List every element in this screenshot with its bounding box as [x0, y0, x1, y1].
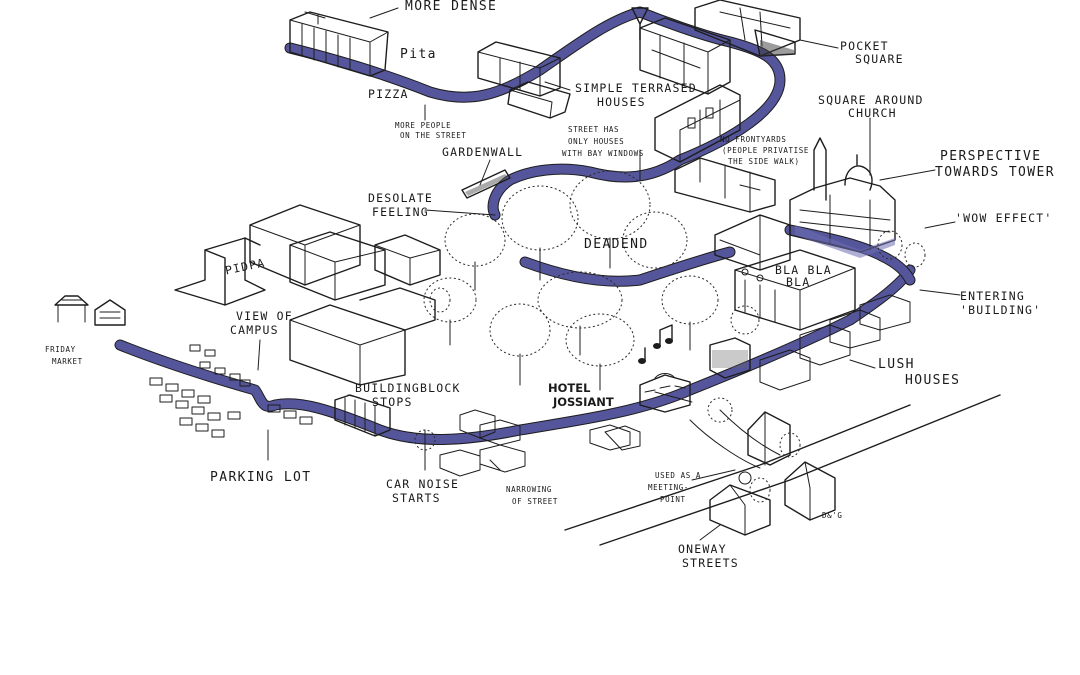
label-pizza: PIZZA	[368, 87, 409, 101]
label-no-frontyards-1: NO FRONTYARDS	[720, 135, 787, 144]
label-more-dense: MORE DENSE	[405, 0, 497, 14]
label-friday-market-1: FRIDAY	[45, 345, 76, 354]
label-perspective-1: PERSPECTIVE	[940, 149, 1042, 164]
label-desolate-1: DESOLATE	[368, 191, 433, 205]
label-pocket-square-2: SQUARE	[855, 52, 904, 66]
label-oneway-1: ONEWAY	[678, 542, 727, 556]
label-building-block-2: STOPS	[372, 395, 413, 409]
label-no-frontyards-2: (PEOPLE PRIVATISE	[722, 146, 809, 155]
southeast-houses	[710, 412, 835, 535]
label-view-campus-2: CAMPUS	[230, 323, 279, 337]
label-square-church-2: CHURCH	[848, 106, 897, 120]
label-perspective-2: TOWARDS TOWER	[935, 165, 1055, 180]
label-simple-terrased-2: HOUSES	[597, 95, 646, 109]
label-pita: Pita	[400, 47, 437, 62]
label-view-campus-1: VIEW OF	[236, 309, 293, 323]
label-hotel-2: JOSSIANT	[552, 395, 614, 409]
label-car-noise-2: STARTS	[392, 491, 441, 505]
label-narrowing-1: NARROWING	[506, 485, 552, 494]
label-more-people-1: MORE PEOPLE	[395, 121, 451, 130]
label-wow-effect: 'WOW EFFECT'	[955, 211, 1052, 225]
label-meeting-point-2: MEETING-	[648, 483, 689, 492]
label-more-people-2: ON THE STREET	[400, 131, 467, 140]
label-gardenwall: GARDENWALL	[442, 145, 523, 159]
label-meeting-point-1: USED AS A	[655, 471, 701, 480]
signature: D&'G	[822, 511, 842, 520]
label-oneway-2: STREETS	[682, 556, 739, 570]
oneway-streets-roads	[565, 395, 1000, 545]
walking-route	[120, 12, 910, 439]
label-pocket-square-1: POCKET	[840, 39, 889, 53]
route-south-main-street	[120, 270, 910, 439]
parking-cars	[150, 345, 312, 437]
label-lush-houses-1: LUSH	[878, 357, 915, 372]
campus-buildings	[175, 205, 440, 385]
label-hotel-1: HOTEL	[548, 381, 591, 395]
label-desolate-2: FEELING	[372, 205, 429, 219]
label-bla-bla-2: BLA	[786, 275, 810, 289]
label-parking-lot: PARKING LOT	[210, 470, 312, 485]
label-car-noise-1: CAR NOISE	[386, 477, 459, 491]
label-lush-houses-2: HOUSES	[905, 373, 960, 388]
label-entering-1: ENTERING	[960, 289, 1025, 303]
music-notes-icon	[638, 325, 673, 364]
label-street-has-1: STREET HAS	[568, 125, 619, 134]
label-no-frontyards-3: THE SIDE WALK)	[728, 157, 800, 166]
label-building-block-1: BUILDINGBLOCK	[355, 381, 461, 395]
label-friday-market-2: MARKET	[52, 357, 83, 366]
label-square-church-1: SQUARE AROUND	[818, 93, 924, 107]
market-stalls	[55, 296, 125, 325]
label-street-has-3: WITH BAY WINDOWS	[562, 149, 644, 158]
label-meeting-point-3: POINT	[660, 495, 686, 504]
label-simple-terrased-1: SIMPLE TERRASED	[575, 81, 697, 95]
label-deadend: DEADEND	[584, 237, 649, 252]
label-narrowing-2: OF STREET	[512, 497, 558, 506]
label-street-has-2: ONLY HOUSES	[568, 137, 624, 146]
label-entering-2: 'BUILDING'	[960, 303, 1041, 317]
side-walk-houses	[675, 158, 775, 212]
